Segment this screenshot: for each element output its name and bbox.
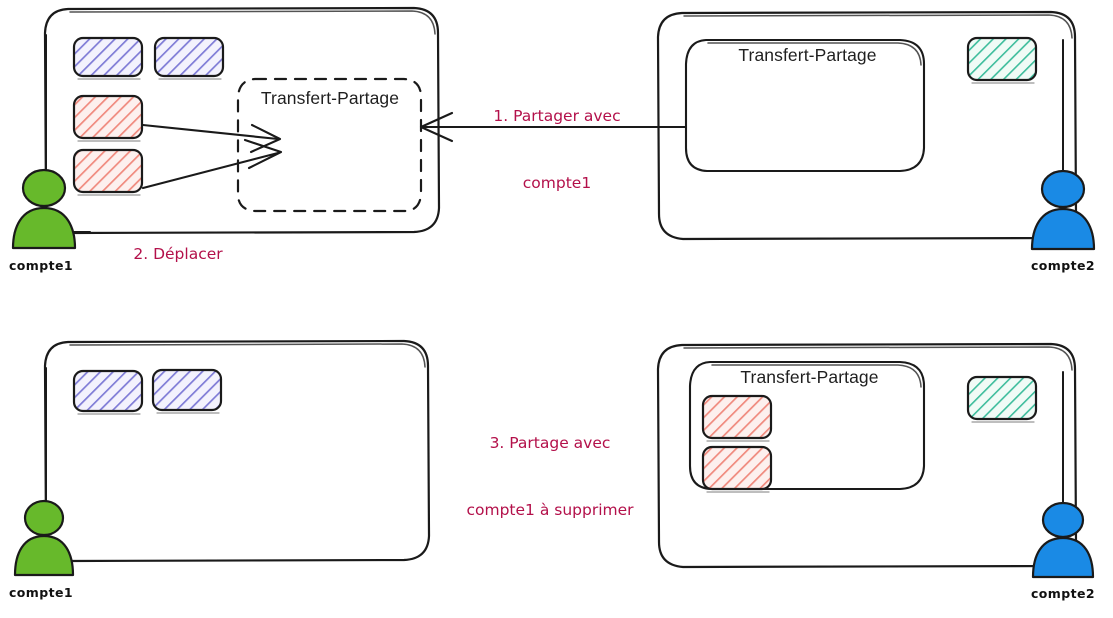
annotation-1-line-1: 1. Partager avec (493, 106, 621, 125)
file-card-red[interactable] (701, 394, 773, 442)
file-card-teal[interactable] (966, 36, 1038, 84)
file-card-red[interactable] (701, 445, 773, 493)
annotation-3-line-2: compte1 à supprimer (466, 501, 634, 520)
file-card-purple[interactable] (153, 36, 225, 80)
actor-compte2-bottom (1031, 371, 1095, 579)
share-arrow-top (419, 111, 688, 143)
actor-label-compte1-top: compte1 (9, 258, 73, 273)
transfert-partage-box-top-right (684, 38, 926, 173)
dashed-box-title-top: Transfert-Partage (260, 88, 400, 108)
file-card-purple[interactable] (151, 368, 223, 414)
transfert-partage-box-bottom-right (688, 360, 926, 491)
annotation-3: 3. Partage avec compte1 à supprimer (443, 387, 657, 567)
annotation-2-line-1: 2. Déplacer (133, 244, 223, 263)
annotation-1-line-2: compte1 (522, 174, 592, 193)
move-arrow (141, 138, 283, 190)
compte1-panel-top (43, 6, 441, 235)
actor-compte2-top (1030, 39, 1096, 251)
compte1-panel-bottom (43, 339, 431, 563)
actor-compte1-top (11, 34, 91, 250)
file-card-red[interactable] (72, 148, 144, 196)
transfert-partage-title-bottom-right: Transfert-Partage (740, 367, 879, 387)
file-card-purple[interactable] (72, 369, 144, 415)
move-arrow (141, 123, 282, 154)
annotation-3-line-1: 3. Partage avec (489, 433, 611, 452)
file-card-red[interactable] (72, 94, 144, 142)
dashed-transfert-partage-box-top (236, 77, 423, 213)
file-card-teal[interactable] (966, 375, 1038, 423)
annotation-2: 2. Déplacer (108, 198, 248, 310)
actor-label-compte1-bottom: compte1 (9, 585, 73, 600)
actor-label-compte2-top: compte2 (1031, 258, 1095, 273)
annotation-1: 1. Partager avec compte1 (462, 60, 652, 240)
transfert-partage-title-top-right: Transfert-Partage (738, 45, 877, 65)
file-card-purple[interactable] (72, 36, 144, 80)
actor-label-compte2-bottom: compte2 (1031, 586, 1095, 601)
actor-compte1-bottom (13, 367, 91, 577)
